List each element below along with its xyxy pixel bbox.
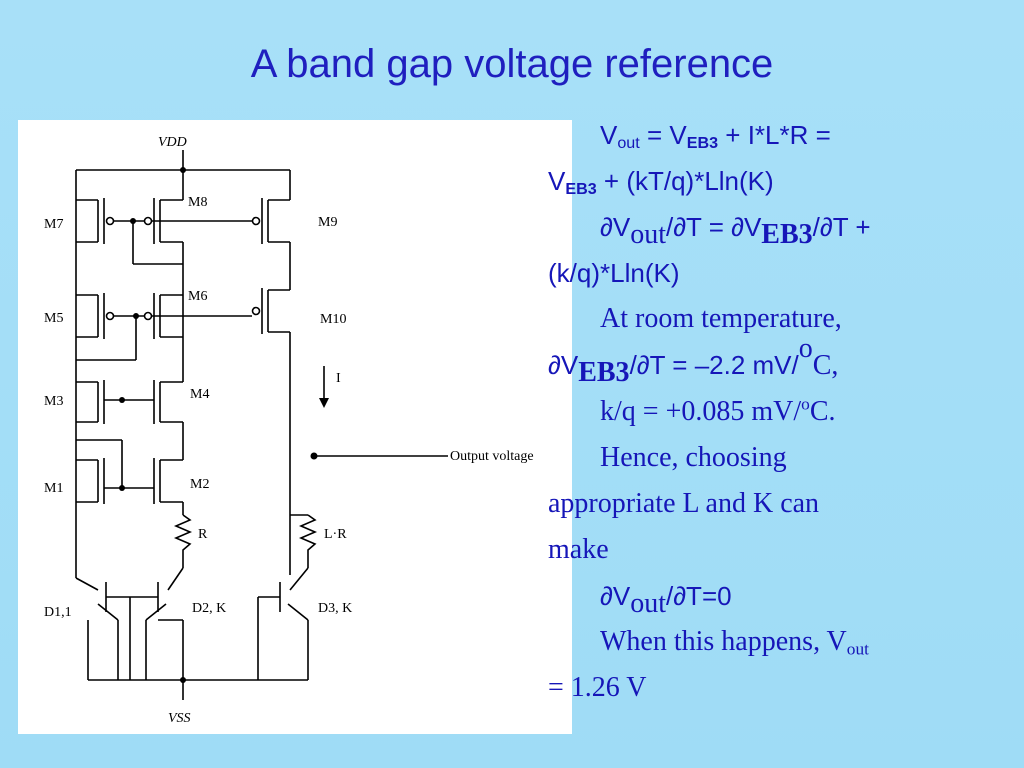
d2-label: D2, K <box>192 601 226 616</box>
equation-block: Vout = VEB3 + I*L*R = VEB3 + (kT/q)*Lln(… <box>548 112 1018 711</box>
result-line: = 1.26 V <box>548 672 647 703</box>
m5-label: M5 <box>44 311 63 326</box>
appropriate-line: appropriate L and K can <box>548 488 820 519</box>
make-line: make <box>548 534 609 565</box>
slide-title: A band gap voltage reference <box>250 42 774 86</box>
m8-label: M8 <box>188 195 207 210</box>
zero-derivative-line: ∂Vout/∂T=0 <box>600 581 732 619</box>
m9-label: M9 <box>318 215 337 230</box>
when-line: When this happens, Vout <box>600 626 869 659</box>
circuit-schematic: VDD M7 M8 M9 M5 M6 M10 M3 M4 M1 M2 I Out… <box>44 135 534 726</box>
lr-label: L·R <box>324 527 347 542</box>
vss-label: VSS <box>168 711 191 726</box>
output-voltage-label: Output voltage <box>450 449 534 464</box>
m1-label: M1 <box>44 481 63 496</box>
m2-label: M2 <box>190 477 209 492</box>
circuit-diagram: VDD M7 M8 M9 M5 M6 M10 M3 M4 M1 M2 I Out… <box>18 120 572 734</box>
room-temperature-line: At room temperature, <box>600 303 842 334</box>
kq-coefficient-line: k/q = +0.085 mV/oC. <box>600 394 836 427</box>
hence-line: Hence, choosing <box>600 442 787 473</box>
vdd-label: VDD <box>158 135 187 150</box>
m10-label: M10 <box>320 312 346 327</box>
current-label: I <box>336 371 341 386</box>
d3-label: D3, K <box>318 601 352 616</box>
veb-coefficient-line: ∂VEB3/∂T = –2.2 mV/oC, <box>548 333 839 388</box>
equation-line-1: Vout = VEB3 + I*L*R = <box>600 120 831 153</box>
derivative-line-1: ∂Vout/∂T = ∂VEB3/∂T + <box>600 212 871 250</box>
m4-label: M4 <box>190 387 209 402</box>
d1-label: D1,1 <box>44 605 72 620</box>
m7-label: M7 <box>44 217 63 232</box>
equation-line-2: VEB3 + (kT/q)*Lln(K) <box>548 166 774 199</box>
m6-label: M6 <box>188 289 207 304</box>
m3-label: M3 <box>44 394 63 409</box>
r-label: R <box>198 527 208 542</box>
derivative-line-2: (k/q)*Lln(K) <box>548 258 680 288</box>
